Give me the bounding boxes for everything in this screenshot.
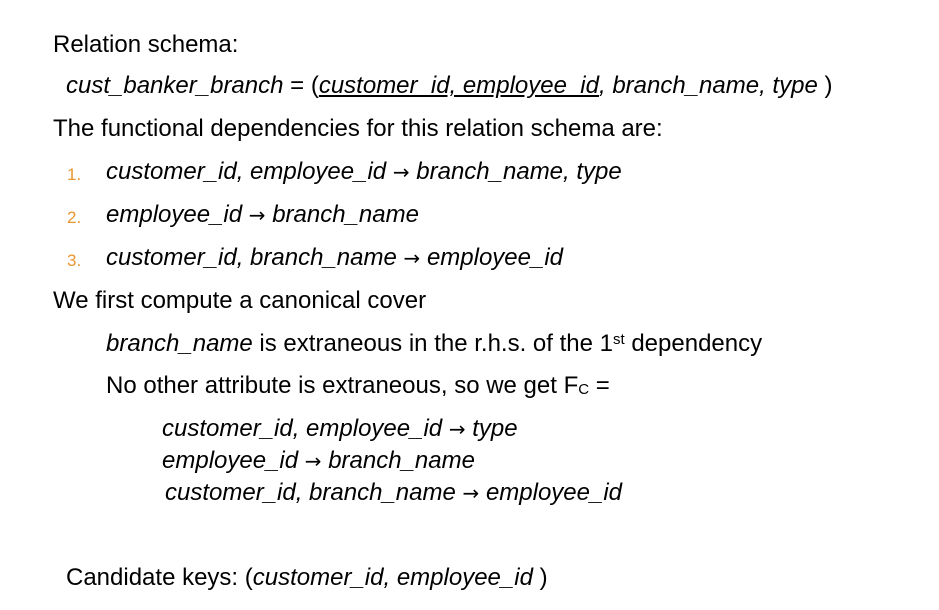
- canonical-dependency: customer_id, branch_name → employee_id: [165, 479, 622, 507]
- dependency-rhs: branch_name, type: [416, 158, 622, 185]
- candidate-keys-value: customer_id, employee_id: [252, 564, 533, 591]
- dependency-text: customer_id, employee_id → branch_name, …: [106, 158, 622, 186]
- extraneous-attribute: branch_name: [106, 330, 253, 357]
- arrow-icon: →: [462, 481, 480, 505]
- dependency-lhs: customer_id, employee_id: [162, 415, 443, 442]
- arrow-icon: →: [304, 449, 322, 473]
- fc-subscript: C: [578, 381, 590, 398]
- dependency-lhs: customer_id, branch_name: [165, 479, 456, 506]
- extraneous-text: is extraneous in the r.h.s. of the 1: [252, 330, 613, 357]
- list-number: 1.: [67, 165, 82, 184]
- list-number: 2.: [67, 208, 82, 227]
- canonical-dependency: customer_id, employee_id → type: [162, 415, 518, 443]
- no-other-text: No other attribute is extraneous, so we …: [106, 372, 579, 399]
- no-other-equals: =: [589, 372, 610, 399]
- ordinal-suffix: st: [612, 331, 625, 348]
- schema-definition: cust_banker_branch = (customer_id, emplo…: [66, 72, 832, 100]
- schema-close: ): [817, 72, 833, 99]
- arrow-icon: →: [392, 160, 410, 184]
- extraneous-note: branch_name is extraneous in the r.h.s. …: [106, 330, 762, 358]
- dependency-rhs: branch_name: [272, 201, 419, 228]
- arrow-icon: →: [448, 417, 466, 441]
- candidate-keys-close: ): [532, 564, 548, 591]
- candidate-keys: Candidate keys: (customer_id, employee_i…: [66, 564, 548, 592]
- schema-name: cust_banker_branch: [66, 72, 284, 99]
- schema-equals: = (: [283, 72, 319, 99]
- dependency-rhs: employee_id: [485, 479, 623, 506]
- dependency-lhs: employee_id: [162, 447, 299, 474]
- arrow-icon: →: [403, 246, 421, 270]
- candidate-keys-label: Candidate keys: (: [66, 564, 253, 591]
- canonical-dependency: employee_id → branch_name: [162, 447, 475, 475]
- schema-key-attributes: customer_id, employee_id: [318, 72, 599, 99]
- arrow-icon: →: [248, 203, 266, 227]
- dependency-lhs: customer_id, employee_id: [106, 158, 387, 185]
- list-number: 3.: [67, 251, 82, 270]
- dependency-lhs: employee_id: [106, 201, 243, 228]
- extraneous-text-end: dependency: [624, 330, 763, 357]
- dependency-rhs: employee_id: [426, 244, 564, 271]
- dependency-text: employee_id → branch_name: [106, 201, 419, 229]
- fd-intro: The functional dependencies for this rel…: [53, 115, 663, 142]
- dependency-lhs: customer_id, branch_name: [106, 244, 397, 271]
- schema-other-attributes: branch_name, type: [612, 72, 818, 99]
- schema-separator: ,: [598, 72, 613, 99]
- heading-relation-schema: Relation schema:: [53, 31, 239, 58]
- dependency-text: customer_id, branch_name → employee_id: [106, 244, 563, 272]
- dependency-rhs: branch_name: [328, 447, 475, 474]
- canonical-intro: We first compute a canonical cover: [53, 287, 427, 314]
- dependency-rhs: type: [472, 415, 518, 442]
- no-other-note: No other attribute is extraneous, so we …: [106, 372, 610, 400]
